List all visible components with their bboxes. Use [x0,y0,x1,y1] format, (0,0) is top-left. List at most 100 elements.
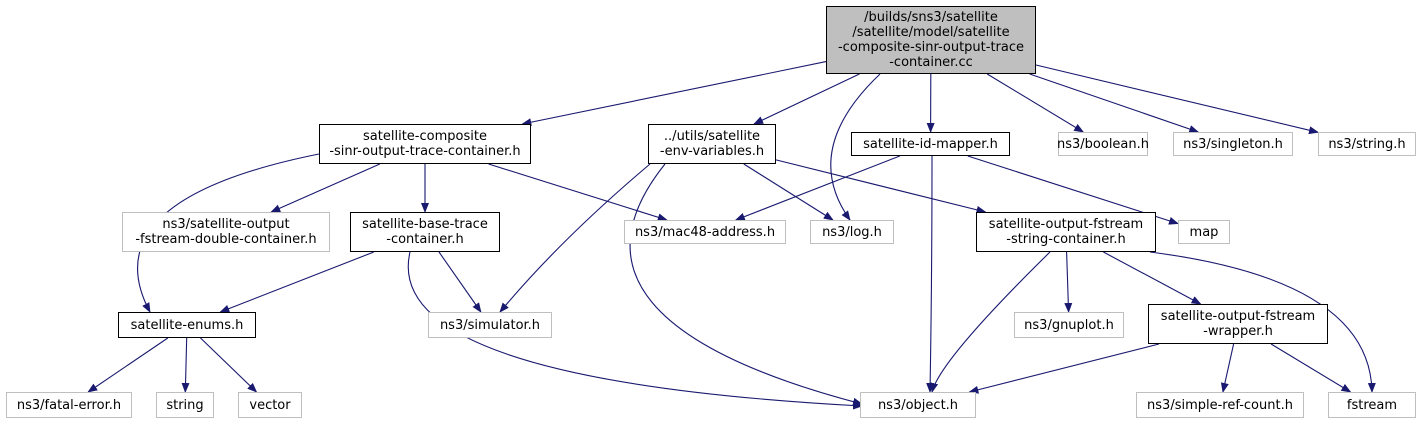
node-label: ns3/simulator.h [440,318,540,333]
node-label-line: ns3/simple-ref-count.h [1147,397,1293,413]
edge-out-string-to-fstream [1149,251,1376,393]
node-label-line: satellite-composite [363,129,487,144]
node-label: satellite-composite-sinr-output-trace-co… [329,129,520,159]
node-label-line: -string-container.h [1006,232,1126,247]
node-label-line: -wrapper.h [1203,324,1273,339]
node-label-line: satellite-output-fstream [988,217,1144,232]
edge-root-to-boolean [986,73,1085,133]
node-label-line: ns3/satellite-output [162,217,290,232]
edge-id-mapper-to-object [926,155,935,393]
node-sat-comp[interactable]: satellite-composite-sinr-output-trace-co… [319,124,531,164]
node-label-line: string [166,397,204,413]
edge-utils-env-to-out-string [775,159,987,214]
node-label-line: -env-variables.h [659,144,765,159]
node-string-h: ns3/string.h [1318,132,1416,156]
node-label: ../utils/satellite-env-variables.h [660,129,764,159]
node-refcount: ns3/simple-ref-count.h [1136,392,1304,418]
node-vector: vector [238,392,302,418]
node-object: ns3/object.h [860,392,976,418]
edge-base-trace-to-enums [219,251,375,313]
node-label: satellite-output-fstream-wrapper.h [1161,309,1315,339]
node-singleton: ns3/singleton.h [1173,132,1293,156]
edge-enums-to-vector [200,337,258,393]
edge-enums-to-fatal [87,337,169,393]
node-label-line: ns3/gnuplot.h [1024,317,1114,333]
node-label: satellite-base-trace-container.h [362,217,488,247]
node-root[interactable]: /builds/sns3/satellite/satellite/model/s… [826,6,1036,74]
node-label-line: -composite-sinr-output-trace [837,40,1025,55]
edge-out-string-to-out-wrapper [1103,251,1202,305]
node-label: ns3/singleton.h [1183,137,1283,152]
node-map: map [1178,220,1230,244]
node-label: ns3/simple-ref-count.h [1147,398,1293,413]
node-label: vector [249,398,290,413]
node-label-line: ns3/singleton.h [1183,136,1283,152]
node-label: ns3/satellite-output-fstream-double-cont… [135,217,316,247]
node-out-double: ns3/satellite-output-fstream-double-cont… [122,212,330,252]
node-label-line: fstream [1346,397,1398,413]
node-label: satellite-enums.h [131,318,244,333]
node-label: /builds/sns3/satellite/satellite/model/s… [838,10,1024,70]
node-label-line: satellite-id-mapper.h [863,136,998,152]
node-label-line: ns3/fatal-error.h [16,397,122,413]
node-label-line: ns3/string.h [1328,136,1406,152]
node-fatal: ns3/fatal-error.h [6,392,132,418]
node-label: satellite-output-fstream-string-containe… [989,217,1143,247]
node-enums[interactable]: satellite-enums.h [118,312,256,338]
edge-root-to-singleton [1029,73,1200,133]
edge-utils-env-to-object [629,163,863,406]
node-label-line: ns3/mac48-address.h [634,224,776,240]
node-label-line: -fstream-double-container.h [135,232,317,247]
node-label: ns3/object.h [878,398,958,413]
edge-out-wrapper-to-object [968,343,1160,394]
node-label-line: satellite-base-trace [362,217,488,232]
edge-enums-to-string [181,337,190,393]
node-label-line: ns3/log.h [822,224,882,240]
node-label-line: -container.cc [889,55,973,70]
edge-root-to-string-h [1035,64,1319,135]
node-label: ns3/gnuplot.h [1024,318,1114,333]
node-label-line: map [1189,224,1219,240]
node-label: string [166,398,203,413]
edge-root-to-log [830,73,881,221]
node-label-line: /satellite/model/satellite [852,25,1010,40]
edge-out-string-to-gnuplot [1064,251,1073,313]
node-mac48: ns3/mac48-address.h [624,220,786,244]
node-utils-env[interactable]: ../utils/satellite-env-variables.h [648,124,776,164]
node-label-line: /builds/sns3/satellite [864,10,998,25]
node-label-line: ns3/object.h [877,397,959,413]
node-label: ns3/boolean.h [1057,137,1149,152]
node-label-line: satellite-enums.h [130,317,244,333]
edge-utils-env-to-log [743,163,834,221]
node-label-line: -container.h [386,232,464,247]
node-label: satellite-id-mapper.h [863,137,998,152]
edge-out-wrapper-to-refcount [1220,343,1235,393]
node-id-mapper[interactable]: satellite-id-mapper.h [851,132,1010,156]
edge-out-string-to-object [930,251,1051,393]
node-label-line: satellite-output-fstream [1160,309,1316,324]
edge-root-to-utils-env [753,73,860,125]
edge-base-trace-to-simulator [438,251,482,313]
node-fstream: fstream [1328,392,1416,418]
node-gnuplot: ns3/gnuplot.h [1014,312,1124,338]
node-out-string[interactable]: satellite-output-fstream-string-containe… [976,212,1156,252]
node-boolean: ns3/boolean.h [1057,132,1149,156]
node-base-trace[interactable]: satellite-base-trace-container.h [350,212,500,252]
edge-utils-env-to-simulator [499,163,651,313]
node-log: ns3/log.h [810,220,894,244]
node-string: string [156,392,214,418]
edge-sat-comp-to-out-double [270,163,381,213]
node-out-wrapper[interactable]: satellite-output-fstream-wrapper.h [1148,304,1328,344]
node-label: fstream [1347,398,1397,413]
edge-root-to-sat-comp [521,61,827,127]
node-label: map [1190,225,1219,240]
edge-id-mapper-to-mac48 [734,155,900,221]
node-label-line: ns3/simulator.h [439,317,541,333]
node-simulator: ns3/simulator.h [428,312,552,338]
edge-base-trace-to-object [407,251,863,410]
node-label: ns3/fatal-error.h [17,398,121,413]
edge-out-wrapper-to-fstream [1270,343,1352,393]
node-label: ns3/mac48-address.h [635,225,775,240]
node-label-line: ../utils/satellite [663,129,761,144]
